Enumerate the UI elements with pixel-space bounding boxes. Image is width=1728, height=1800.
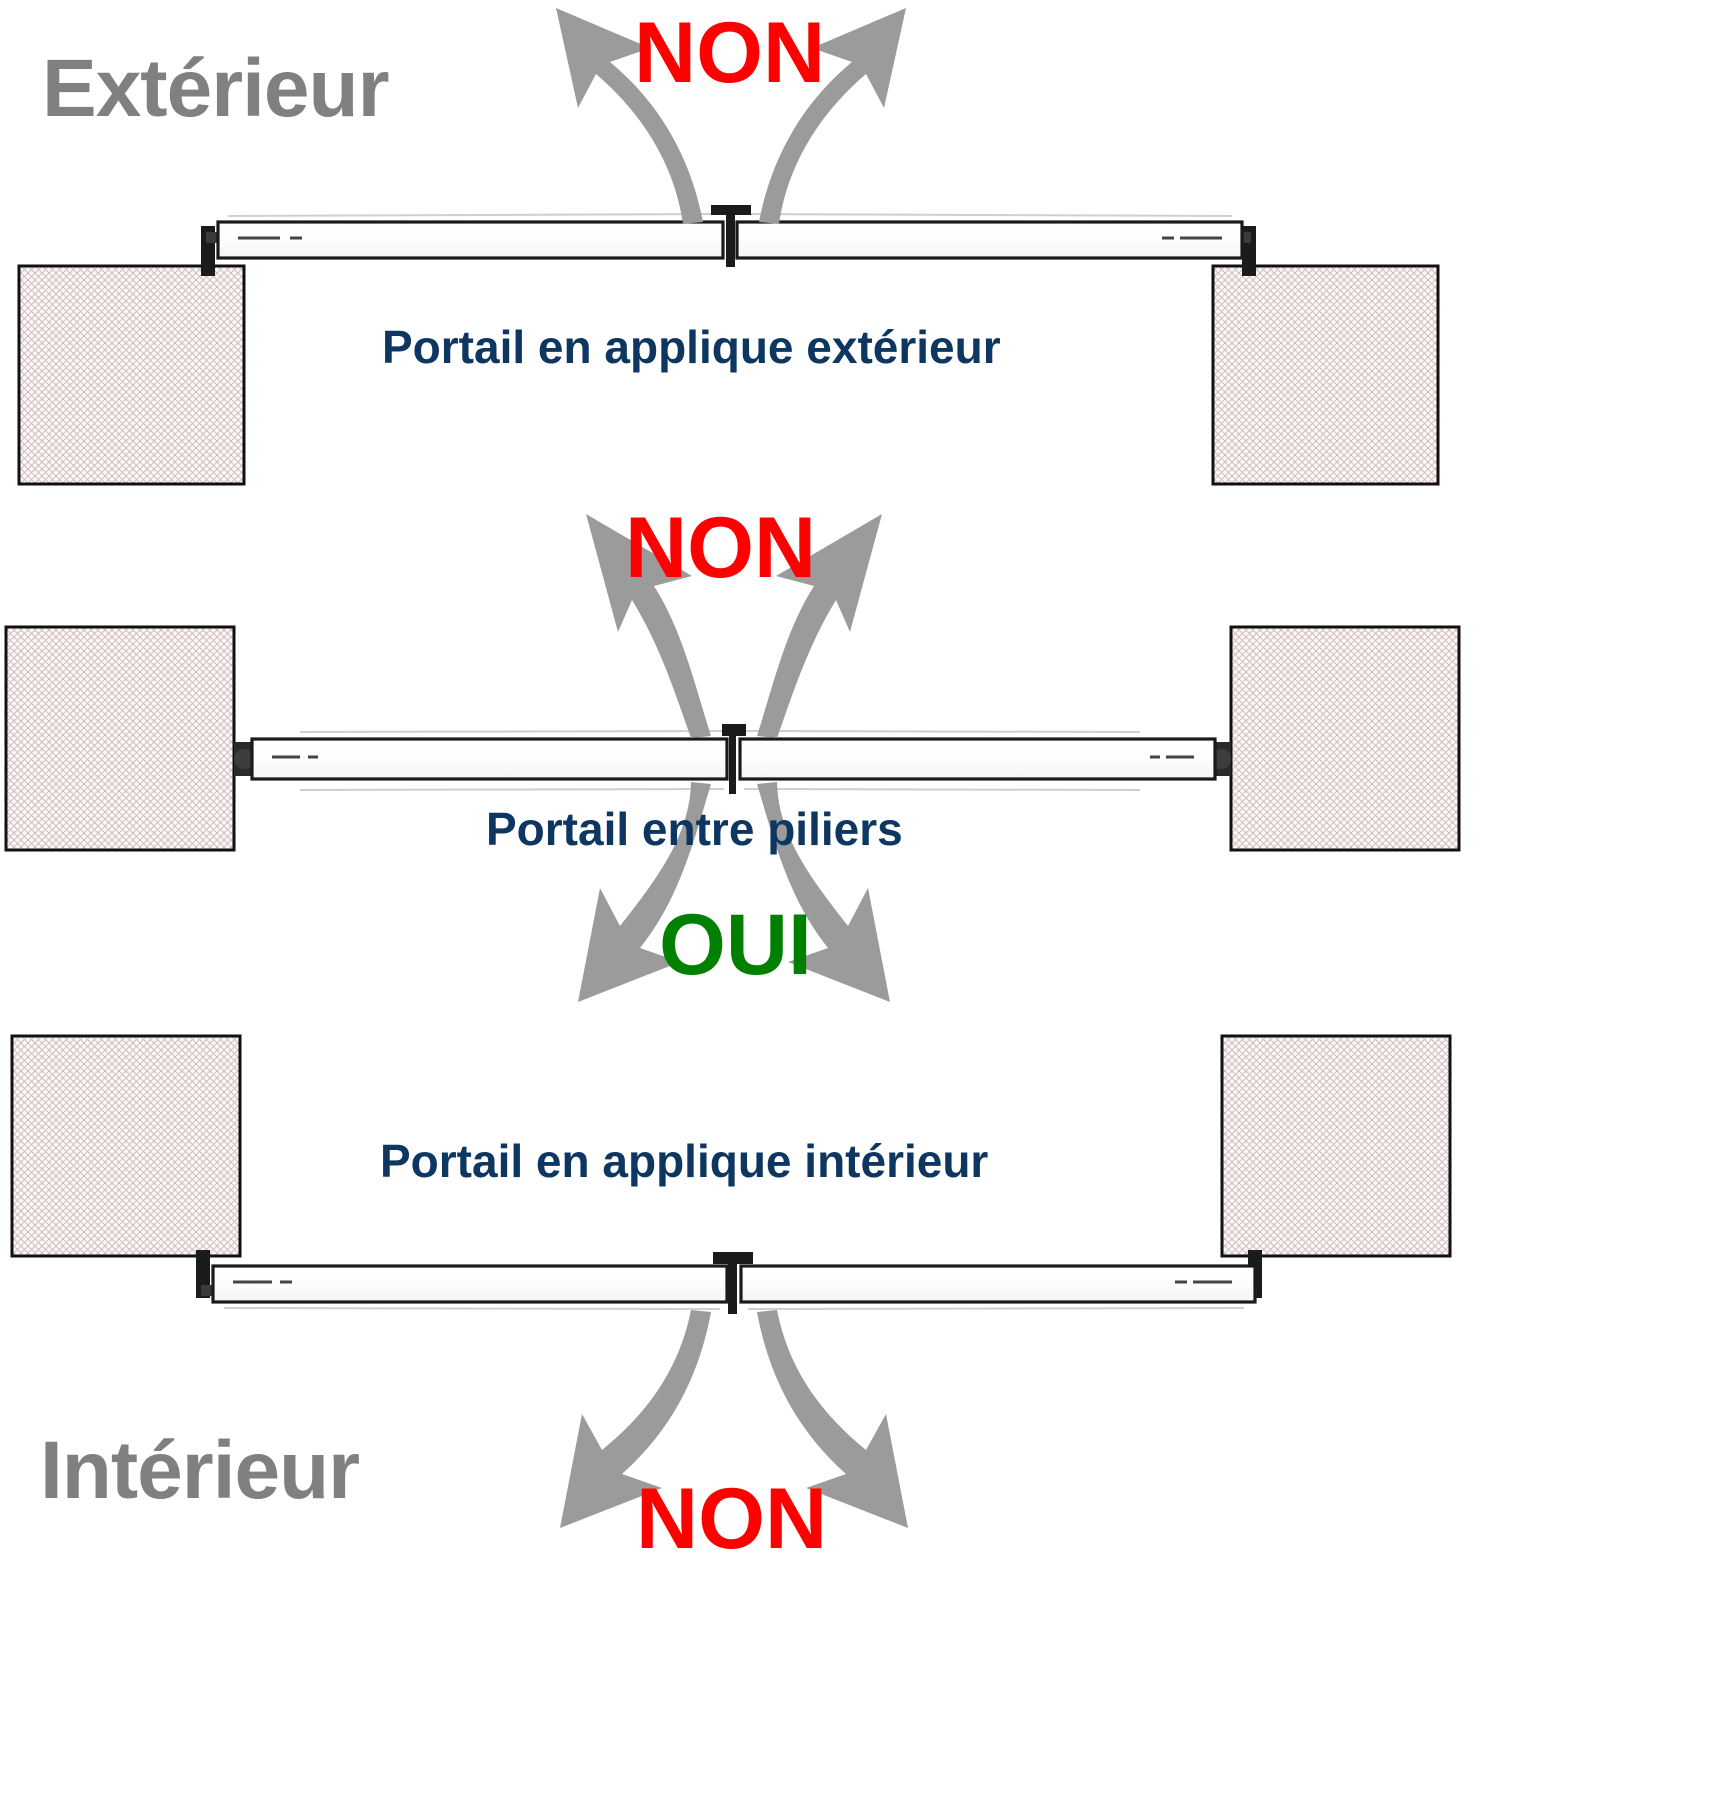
verdict-oui-piliers-down: OUI [659, 897, 812, 993]
gate-leaf-right-piliers [738, 730, 1217, 791]
hinge-left-piliers [234, 742, 254, 776]
pillar-left-interieur [10, 1034, 242, 1258]
verdict-non-exterieur: NON [634, 5, 826, 101]
latch-post-interieur [713, 1252, 753, 1314]
gate-leaf-right-interieur [739, 1264, 1257, 1310]
swing-arrow-down-right-piliers [757, 782, 890, 1002]
verdict-non-piliers-up: NON [625, 500, 817, 596]
swing-arrow-right-interieur [757, 1310, 908, 1528]
side-label-exterieur: Extérieur [42, 43, 390, 134]
verdict-non-interieur: NON [636, 1471, 828, 1567]
caption-portail-applique-exterieur: Portail en applique extérieur [382, 321, 1001, 373]
swing-arrow-left-interieur [560, 1310, 711, 1528]
caption-portail-applique-interieur: Portail en applique intérieur [380, 1135, 989, 1187]
swing-arrow-down-left-piliers [578, 782, 711, 1002]
caption-portail-entre-piliers: Portail entre piliers [486, 803, 903, 855]
row-exterieur [17, 8, 1440, 486]
pillar-right-piliers [1229, 625, 1461, 852]
swing-arrow-left-exterieur [556, 8, 703, 224]
pillar-left-exterieur [17, 264, 246, 486]
latch-post-piliers [722, 724, 746, 794]
gate-leaf-left-interieur [211, 1264, 729, 1310]
side-label-interieur: Intérieur [40, 1425, 360, 1516]
pillar-left-piliers [4, 625, 236, 852]
row-interieur [10, 1034, 1452, 1528]
gate-leaf-right-exterieur [735, 213, 1244, 260]
pillar-right-interieur [1220, 1034, 1452, 1258]
swing-arrow-up-left-piliers [586, 514, 711, 738]
swing-arrow-right-exterieur [759, 8, 906, 224]
pillar-right-exterieur [1211, 264, 1440, 486]
latch-post-exterieur [711, 205, 751, 267]
swing-arrow-up-right-piliers [757, 514, 882, 738]
row-entre-piliers [4, 514, 1461, 1002]
gate-leaf-left-exterieur [216, 213, 725, 260]
gate-leaf-left-piliers [250, 730, 729, 791]
